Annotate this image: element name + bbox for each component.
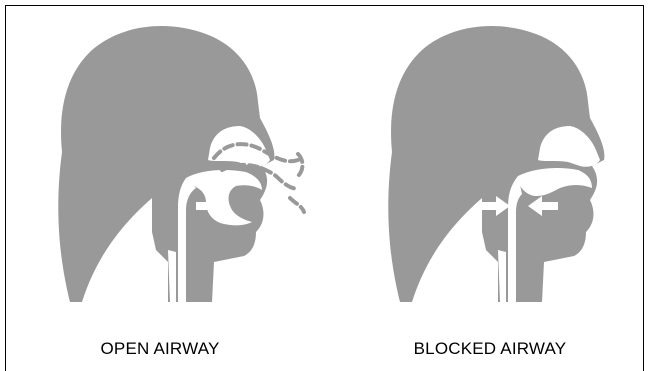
blocked-airway-illustration — [330, 0, 650, 330]
open-airway-caption: OPEN AIRWAY — [0, 339, 320, 359]
blocked-airway-caption: BLOCKED AIRWAY — [330, 339, 650, 359]
open-airway-illustration — [0, 0, 330, 330]
head-silhouette — [388, 26, 604, 302]
